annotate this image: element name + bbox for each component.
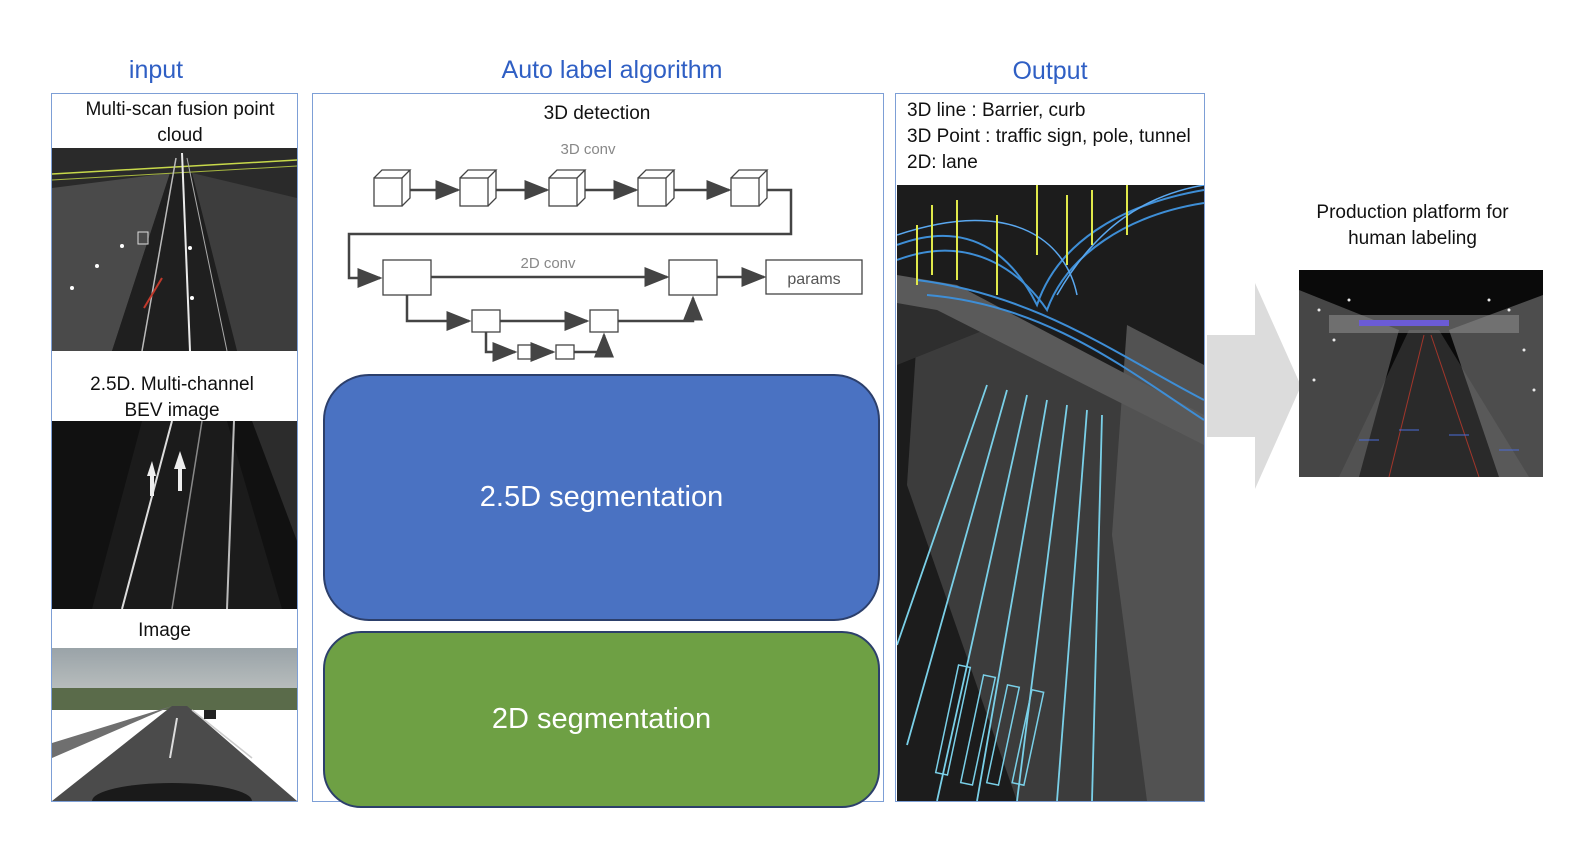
point-cloud-caption: Multi-scan fusion point cloud: [85, 99, 275, 146]
image-caption: Image: [138, 620, 191, 641]
branch-box-3: [517, 344, 537, 360]
point-cloud-image: [52, 148, 297, 351]
segmentation-2d-label: 2D segmentation: [491, 703, 712, 735]
bev-caption: 2.5D. Multi-channel BEV image: [90, 374, 254, 421]
output-image: [897, 185, 1204, 801]
conv2d-box-end: [668, 259, 718, 296]
bev-image: [52, 421, 297, 609]
branch-box-2: [589, 309, 619, 333]
cube-5: [730, 169, 769, 207]
output-heading: Output: [1012, 57, 1088, 85]
branch-box-1: [471, 309, 501, 333]
conv2d-label: 2D conv: [520, 255, 576, 272]
detection-network-diagram: 3D conv 2D conv params: [347, 141, 863, 362]
production-image: [1299, 270, 1543, 477]
cube-1: [373, 169, 412, 207]
detection-title: 3D detection: [543, 103, 651, 124]
algorithm-heading: Auto label algorithm: [501, 56, 723, 84]
production-caption: Production platform for human labeling: [1316, 202, 1509, 249]
input-heading: input: [128, 56, 184, 84]
params-label: params: [787, 271, 840, 288]
flow-arrow-icon: [1207, 283, 1301, 489]
cube-4: [637, 169, 676, 207]
cube-2: [459, 169, 498, 207]
conv2d-box-start: [382, 259, 432, 296]
output-line-2: 3D Point : traffic sign, pole, tunnel: [907, 126, 1191, 147]
segmentation-25d-label: 2.5D segmentation: [479, 481, 724, 513]
cube-3: [548, 169, 587, 207]
output-text-list: 3D line : Barrier, curb 3D Point : traff…: [907, 98, 1191, 176]
segmentation-25d-block: 2.5D segmentation: [323, 374, 880, 621]
conv3d-label: 3D conv: [560, 141, 616, 158]
branch-box-4: [555, 344, 575, 360]
segmentation-2d-block: 2D segmentation: [323, 631, 880, 808]
output-line-3: 2D: lane: [907, 152, 978, 173]
connector-3d-to-2d: [347, 188, 793, 288]
params-box: [765, 259, 863, 295]
camera-image: [52, 648, 297, 801]
output-line-1: 3D line : Barrier, curb: [907, 100, 1086, 121]
